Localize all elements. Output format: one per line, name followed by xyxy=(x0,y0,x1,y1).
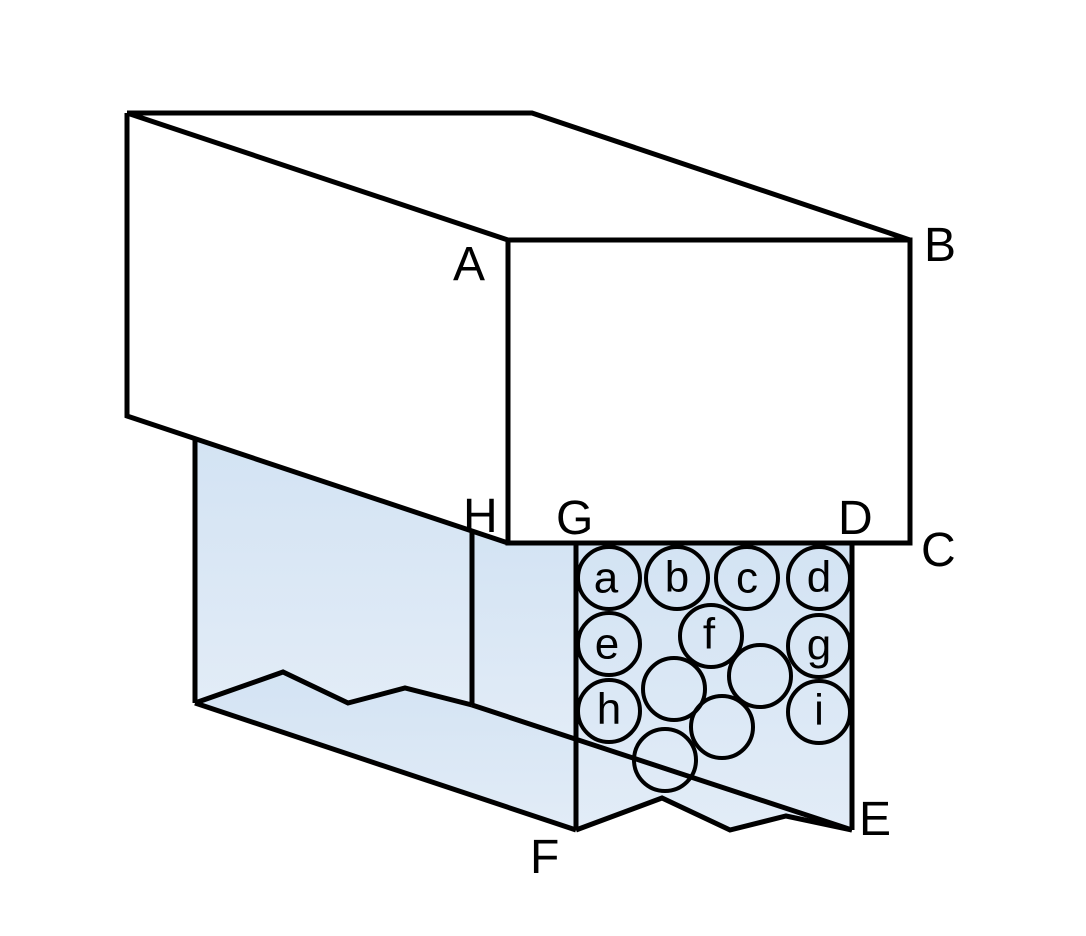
circle-e xyxy=(576,611,642,677)
upper-box-front-face xyxy=(505,237,913,546)
upper-box-top-diagonal xyxy=(126,110,509,243)
circle-unlabeled-3 xyxy=(689,694,755,760)
vertex-label-a: A xyxy=(453,238,485,291)
vertex-label-c: C xyxy=(921,524,956,577)
circle-d xyxy=(786,545,852,611)
vertex-labels: A B C D E F G H xyxy=(453,219,956,884)
lower-middle-face xyxy=(472,530,576,740)
circle-label-h: h xyxy=(597,685,621,734)
vertex-label-b: B xyxy=(924,219,956,272)
circle-label-i: i xyxy=(814,686,824,735)
circle-g xyxy=(786,613,852,679)
lower-bottom-strip xyxy=(195,672,576,830)
lower-front-zigzag xyxy=(575,795,853,833)
lower-side-face xyxy=(195,440,472,705)
lower-hidden-diagonal xyxy=(471,702,853,833)
circle-labels: a b c d e f g h i xyxy=(594,553,831,735)
circle-unlabeled-1 xyxy=(641,656,707,722)
circle-label-b: b xyxy=(665,553,689,602)
circle-label-c: c xyxy=(736,554,758,603)
circle-h xyxy=(576,678,642,744)
upper-box-left-vertical xyxy=(124,113,509,546)
circle-a xyxy=(576,545,642,611)
circle-label-e: e xyxy=(595,620,619,669)
circle-label-g: g xyxy=(807,621,831,670)
circle-unlabeled-4 xyxy=(632,727,698,793)
circle-bundle xyxy=(576,545,852,793)
circle-label-f: f xyxy=(703,610,716,659)
circle-c xyxy=(714,545,780,611)
circle-label-a: a xyxy=(594,554,619,603)
vertex-label-g: G xyxy=(556,492,593,545)
circle-i xyxy=(786,679,852,745)
lower-bottom-long-diagonal xyxy=(194,700,577,833)
lower-back-zigzag xyxy=(194,669,473,708)
circle-b xyxy=(644,545,710,611)
circle-f xyxy=(678,603,744,669)
lower-body-edges xyxy=(192,440,855,833)
upper-box-edges xyxy=(124,110,913,546)
upper-box-left-face xyxy=(127,110,911,243)
vertex-label-e: E xyxy=(859,793,891,846)
circle-label-d: d xyxy=(807,553,831,602)
lower-front-face xyxy=(576,543,852,830)
vertex-label-f: F xyxy=(530,831,559,884)
vertex-label-d: D xyxy=(838,492,873,545)
circle-unlabeled-2 xyxy=(727,643,793,709)
vertex-label-h: H xyxy=(463,490,498,543)
